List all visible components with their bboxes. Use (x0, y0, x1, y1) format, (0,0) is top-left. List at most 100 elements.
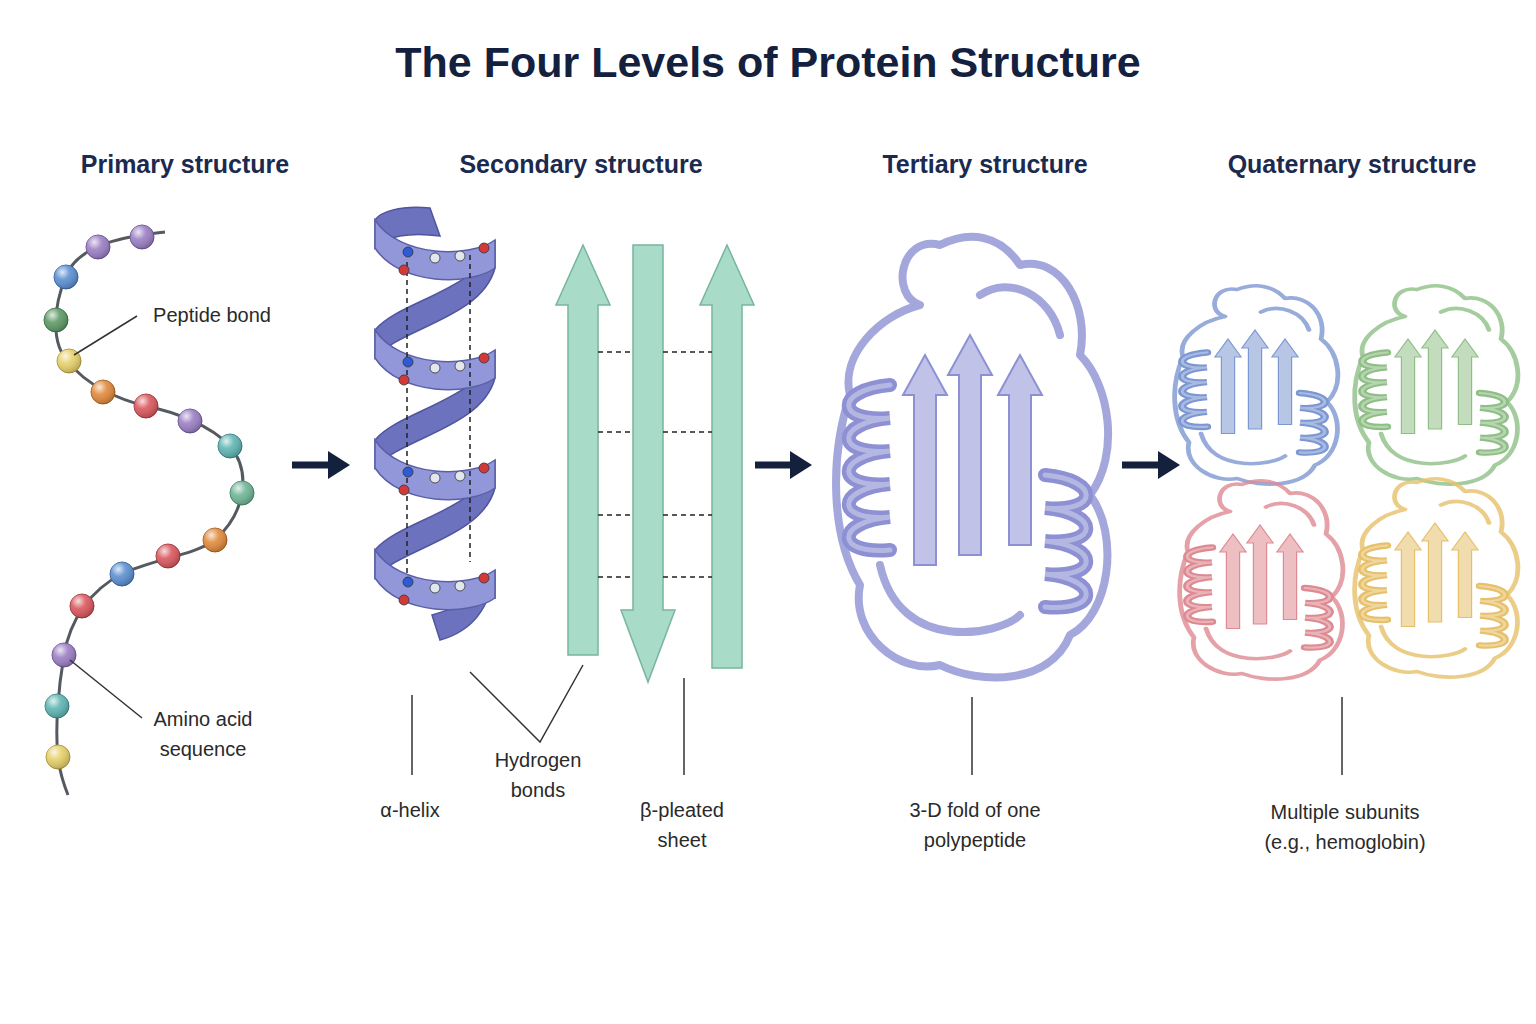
leader-line (70, 316, 1342, 775)
helix-atoms (479, 463, 489, 473)
quaternary-subunits (1355, 286, 1518, 484)
leader-line (411, 695, 413, 775)
tertiary-fold (836, 237, 1108, 678)
caption-text: Peptide bond (132, 300, 292, 330)
helix-atoms (479, 573, 489, 583)
amino-acid-chain (130, 225, 154, 249)
hydrogen-bond-dashes (407, 255, 470, 585)
amino-acid-chain (46, 745, 70, 769)
quaternary-subunits (1175, 286, 1518, 679)
caption-text: α-helix (350, 795, 470, 825)
helix-atoms (455, 361, 465, 371)
amino-acid-chain (156, 544, 180, 568)
amino-acid-chain (110, 562, 134, 586)
beta-hydrogen-bonds (663, 576, 712, 578)
beta-hydrogen-bonds (663, 351, 712, 353)
helix-atoms (430, 473, 440, 483)
panel-heading: Primary structure (54, 148, 316, 180)
helix-atoms (399, 265, 409, 275)
helix-atoms (479, 353, 489, 363)
helix-atoms (403, 357, 413, 367)
beta-hydrogen-bonds (598, 576, 633, 578)
diagram-title: The Four Levels of Protein Structure (0, 36, 1536, 88)
amino-acid-chain (44, 308, 68, 332)
beta-hydrogen-bonds (598, 351, 633, 353)
caption-text: β-pleated sheet (622, 795, 742, 855)
amino-acid-chain (54, 265, 78, 289)
caption-text: 3-D fold of one polypeptide (885, 795, 1065, 855)
helix-atoms (430, 583, 440, 593)
beta-hydrogen-bonds (598, 431, 633, 433)
leader-line (70, 660, 142, 718)
leader-line (1341, 697, 1343, 775)
amino-acid-chain (203, 528, 227, 552)
amino-acid-chain (70, 594, 94, 618)
beta-hydrogen-bonds (598, 514, 633, 516)
structure-panel: Primary structurePeptide bondAmino acid … (30, 140, 292, 840)
helix-atoms (399, 595, 409, 605)
amino-acid-chain (156, 544, 180, 568)
helix-atoms (455, 251, 465, 261)
quaternary-subunits (1180, 481, 1343, 679)
panel-heading: Tertiary structure (835, 148, 1135, 180)
beta-hydrogen-bonds (663, 431, 712, 433)
panel-heading: Secondary structure (379, 148, 784, 180)
helix-atoms (455, 471, 465, 481)
helix-atoms (399, 243, 489, 605)
beta-hydrogen-bonds (663, 514, 712, 516)
structure-panel: Tertiary structure3-D fold of one polype… (812, 140, 1122, 860)
helix-atoms (403, 577, 413, 587)
amino-acid-chain (218, 434, 242, 458)
leader-line (74, 316, 137, 355)
amino-acid-chain (134, 394, 158, 418)
amino-acid-chain (86, 235, 110, 259)
amino-acid-chain (178, 409, 202, 433)
beta-sheet-strands (556, 245, 754, 682)
alpha-helix-ribbon (375, 330, 495, 390)
amino-acid-chain (46, 745, 70, 769)
caption-text: Amino acid sequence (133, 704, 273, 764)
beta-sheet-strands (700, 245, 754, 668)
helix-atoms (430, 363, 440, 373)
hydrogen-bond-dashes (469, 255, 471, 562)
amino-acid-chain (54, 265, 78, 289)
amino-acid-chain (218, 434, 242, 458)
amino-acid-chain (52, 643, 76, 667)
helix-atoms (399, 485, 409, 495)
hydrogen-bond-dashes (406, 262, 408, 585)
caption-text: Multiple subunits (e.g., hemoglobin) (1245, 797, 1445, 857)
leader-line (470, 665, 583, 742)
caption-text: Hydrogen bonds (478, 745, 598, 805)
helix-atoms (455, 581, 465, 591)
flow-arrow (292, 462, 336, 469)
amino-acid-chain (230, 481, 254, 505)
alpha-helix-ribbon (375, 207, 495, 640)
tertiary-fold (836, 237, 1108, 678)
amino-acid-chain (91, 380, 115, 404)
amino-acid-chain (230, 481, 254, 505)
flow-arrow (1122, 462, 1166, 469)
helix-atoms (399, 375, 409, 385)
helix-atoms (403, 467, 413, 477)
amino-acid-chain (52, 643, 76, 667)
quaternary-subunits (1175, 286, 1338, 484)
beta-sheet-strands (621, 245, 675, 682)
amino-acid-chain (91, 380, 115, 404)
helix-atoms (403, 247, 413, 257)
flow-arrow (755, 462, 798, 469)
helix-atoms (430, 253, 440, 263)
amino-acid-chain (130, 225, 154, 249)
beta-hydrogen-bonds (598, 352, 712, 577)
leader-line (971, 697, 973, 775)
amino-acid-chain (203, 528, 227, 552)
leader-line (683, 678, 685, 775)
amino-acid-chain (86, 235, 110, 259)
amino-acid-chain (44, 308, 68, 332)
amino-acid-chain (45, 694, 69, 718)
amino-acid-chain (110, 562, 134, 586)
helix-atoms (479, 243, 489, 253)
quaternary-subunits (1355, 479, 1518, 677)
beta-sheet-strands (556, 245, 610, 655)
